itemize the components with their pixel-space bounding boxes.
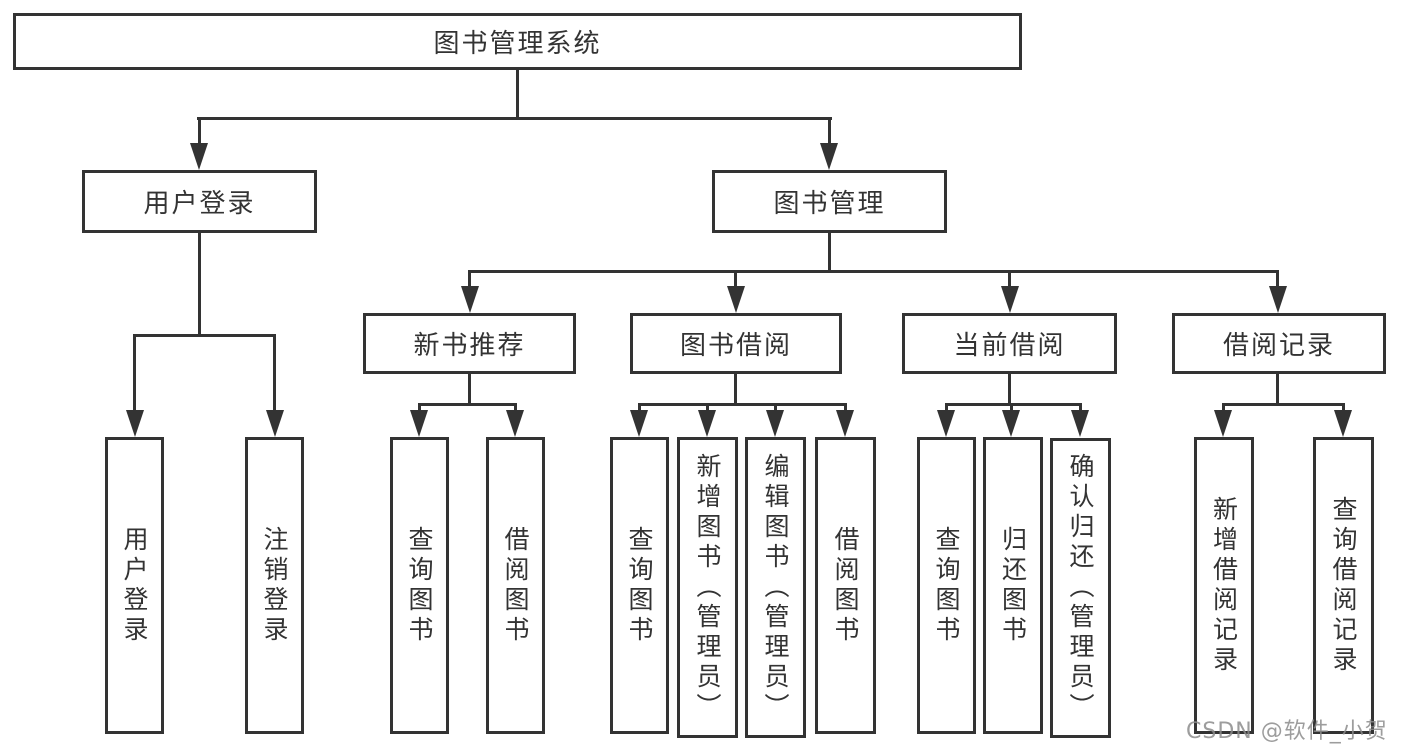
csdn-watermark: CSDN @软件_小贺同学 xyxy=(1186,719,1388,744)
leaf-nb-query-books: 查询图书 xyxy=(390,437,449,734)
arrow-to-new-book-recommend-icon xyxy=(461,286,479,313)
edge-level2-hline xyxy=(197,117,832,120)
leaf-logout: 注销登录 xyxy=(245,437,304,734)
leaf-bb-edit-books-admin: 编辑图书（管理员） xyxy=(745,437,806,738)
edge-nb-stub-1 xyxy=(418,405,421,412)
edge-l3-stub-1 xyxy=(468,272,471,288)
edge-level2-stub-left xyxy=(198,119,201,145)
edge-br-stub-2 xyxy=(1342,405,1345,412)
arrow-to-nb-borrow-icon xyxy=(506,410,524,437)
node-root: 图书管理系统 xyxy=(13,13,1022,70)
arrow-to-cb-query-icon xyxy=(937,410,955,437)
arrow-to-user-login-icon xyxy=(190,143,208,170)
arrow-to-current-borrow-icon xyxy=(1001,286,1019,313)
leaf-br-add-record: 新增借阅记录 xyxy=(1194,437,1254,734)
leaf-cb-query-books: 查询图书 xyxy=(917,437,976,734)
edge-user-login-hline xyxy=(133,334,276,337)
edge-br-stub-1 xyxy=(1222,405,1225,412)
arrow-to-leaf-logout-icon xyxy=(266,410,284,437)
leaf-bb-borrow-books: 借阅图书 xyxy=(815,437,876,734)
leaf-user-login: 用户登录 xyxy=(105,437,164,734)
edge-level2-stub-right xyxy=(828,119,831,145)
arrow-to-br-query-icon xyxy=(1334,410,1352,437)
arrow-to-nb-query-icon xyxy=(410,410,428,437)
edge-cb-hline xyxy=(945,403,1082,406)
node-book-management: 图书管理 xyxy=(712,170,947,233)
node-borrow-record: 借阅记录 xyxy=(1172,313,1386,374)
leaf-nb-borrow-books: 借阅图书 xyxy=(486,437,545,734)
edge-cb-stub-2 xyxy=(1010,405,1013,412)
edge-nb-stem xyxy=(468,374,471,405)
leaf-cb-return-books: 归还图书 xyxy=(983,437,1043,734)
leaf-bb-add-books-admin: 新增图书（管理员） xyxy=(677,437,738,738)
arrow-to-bb-edit-icon xyxy=(766,410,784,437)
edge-bb-stub-2 xyxy=(706,405,709,412)
edge-book-mgmt-stem xyxy=(828,233,831,272)
node-user-login: 用户登录 xyxy=(82,170,317,233)
arrow-to-book-management-icon xyxy=(820,143,838,170)
leaf-br-query-record: 查询借阅记录 xyxy=(1313,437,1374,734)
node-new-book-recommend: 新书推荐 xyxy=(363,313,576,374)
leaf-bb-query-books: 查询图书 xyxy=(610,437,669,734)
edge-bb-stub-4 xyxy=(844,405,847,412)
edge-ul-stub-left xyxy=(133,336,136,412)
edge-level3-hline xyxy=(468,270,1279,273)
edge-br-stem xyxy=(1276,374,1279,405)
edge-l3-stub-4 xyxy=(1276,272,1279,288)
edge-bb-hline xyxy=(638,403,847,406)
edge-bb-stem xyxy=(734,374,737,405)
arrow-to-borrow-record-icon xyxy=(1269,286,1287,313)
arrow-to-book-borrow-icon xyxy=(727,286,745,313)
edge-nb-hline xyxy=(418,403,517,406)
arrow-to-leaf-user-login-icon xyxy=(126,410,144,437)
edge-nb-stub-2 xyxy=(514,405,517,412)
edge-br-hline xyxy=(1222,403,1345,406)
edge-bb-stub-3 xyxy=(774,405,777,412)
node-book-borrow: 图书借阅 xyxy=(630,313,842,374)
arrow-to-bb-query-icon xyxy=(630,410,648,437)
edge-cb-stem xyxy=(1008,374,1011,405)
arrow-to-cb-return-icon xyxy=(1002,410,1020,437)
arrow-to-br-add-icon xyxy=(1214,410,1232,437)
arrow-to-bb-borrow-icon xyxy=(836,410,854,437)
node-current-borrow: 当前借阅 xyxy=(902,313,1117,374)
edge-l3-stub-3 xyxy=(1008,272,1011,288)
edge-l3-stub-2 xyxy=(734,272,737,288)
arrow-to-bb-add-icon xyxy=(698,410,716,437)
edge-user-login-stem xyxy=(198,233,201,336)
arrow-to-cb-confirm-icon xyxy=(1071,410,1089,437)
edge-cb-stub-1 xyxy=(945,405,948,412)
edge-bb-stub-1 xyxy=(638,405,641,412)
edge-cb-stub-3 xyxy=(1079,405,1082,412)
edge-ul-stub-right xyxy=(273,336,276,412)
leaf-cb-confirm-return-admin: 确认归还（管理员） xyxy=(1050,438,1111,738)
edge-root-stem xyxy=(516,70,519,119)
